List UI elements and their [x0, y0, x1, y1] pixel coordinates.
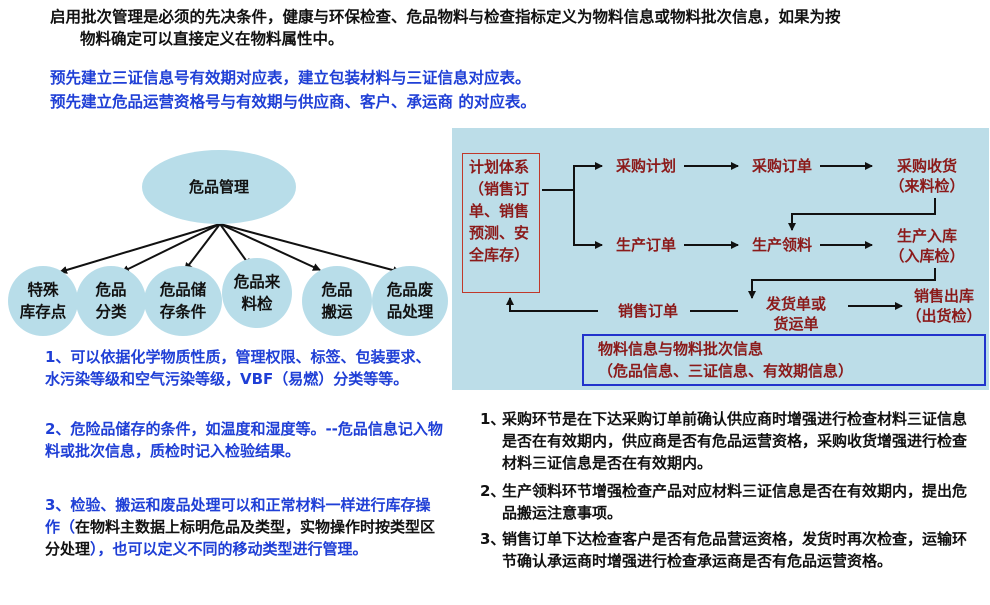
node-line: 库存点 — [19, 303, 67, 321]
intro-line-1: 启用批次管理是必须的先决条件，健康与环保检查、危品物料与检查指标定义为物料信息或… — [50, 8, 841, 26]
flow-arrows — [506, 162, 936, 312]
tree-arrow-5 — [219, 223, 321, 271]
info-line-2: （危品信息、三证信息、有效期信息） — [598, 362, 854, 380]
flow-purchase-plan: 采购计划 — [615, 157, 676, 175]
left-note-3-c: ），也可以定义不同的移动类型进行管理。 — [90, 540, 368, 558]
flow-production-order: 生产订单 — [615, 236, 676, 254]
flow-delivery: 发货单或 货运单 — [744, 294, 848, 334]
flow-line: 采购收货 — [896, 157, 957, 175]
flow-line: 货运单 — [773, 315, 819, 333]
flow-line: （出货检） — [906, 307, 982, 325]
flow-production-receipt: 生产入库 （入库检） — [872, 226, 982, 266]
flow-arrow-sales-plan — [506, 297, 598, 312]
tree-node-handling: 危品搬运 — [302, 266, 372, 336]
flow-line: 销售出库 — [913, 287, 974, 305]
flow-production-issue: 生产领料 — [751, 236, 812, 254]
flow-line: （入库检） — [889, 247, 965, 265]
node-line: 危品 — [95, 281, 127, 299]
right-note-2: 2、 生产领料环节增强检查产品对应材料三证信息是否在有效期内，提出危品搬运注意事… — [480, 480, 980, 524]
left-note-2: 2、危险品储存的条件，如温度和湿度等。--危品信息记入物料或批次信息，质检时记入… — [45, 420, 443, 460]
node-line: 危品废 — [386, 281, 434, 299]
left-note-3: 3、检验、搬运和废品处理可以和正常材料一样进行库存操作（在物料主数据上标明危品及… — [45, 494, 445, 560]
node-line: 料检 — [241, 295, 273, 313]
tree-root: 危品管理 — [142, 150, 296, 224]
tree-node-incoming-inspection: 危品来料检 — [222, 258, 292, 328]
right-note-text: 采购环节是在下达采购订单前确认供应商时增强进行检查材料三证信息是否在有效期内，供… — [502, 410, 968, 472]
node-line: 危品来 — [233, 273, 281, 291]
info-line-1: 物料信息与物料批次信息 — [598, 340, 764, 358]
flow-arrow-plan-production — [573, 190, 603, 249]
right-note-number: 2、 — [480, 482, 506, 500]
flow-arrow-plan-purchase — [542, 162, 603, 191]
node-line: 特殊 — [27, 281, 59, 299]
intro-text: 启用批次管理是必须的先决条件，健康与环保检查、危品物料与检查指标定义为物料信息或… — [50, 6, 980, 50]
tree-node-waste: 危品废品处理 — [372, 266, 448, 336]
tree-arrow-6 — [219, 223, 401, 275]
node-line: 分类 — [95, 303, 127, 321]
blue-note-2: 预先建立危品运营资格号与有效期与供应商、客户、承运商 的对应表。 — [50, 93, 536, 111]
plan-system-box: 计划体系（销售订单、销售预测、安全库存） — [462, 153, 540, 293]
left-note-3-a: 3、检验、搬运和废品处理可以和正常材料一样进行库存操作（ — [45, 496, 431, 536]
flow-line: （来料检） — [889, 177, 965, 195]
intro-line-2: 物料确定可以直接定义在物料属性中。 — [80, 30, 344, 48]
right-note-text: 生产领料环节增强检查产品对应材料三证信息是否在有效期内，提出危品搬运注意事项。 — [502, 482, 968, 522]
node-line: 危品储 — [159, 281, 207, 299]
right-note-3: 3、 销售订单下达检查客户是否有危品营运资格，发货时再次检查，运输环节确认承运商… — [480, 528, 980, 572]
tree-arrow-3 — [184, 223, 221, 271]
node-line: 搬运 — [321, 303, 353, 321]
material-info-box: 物料信息与物料批次信息 （危品信息、三证信息、有效期信息） — [582, 334, 986, 386]
node-line: 品处理 — [386, 303, 434, 321]
blue-note-1: 预先建立三证信息号有效期对应表，建立包装材料与三证信息对应表。 — [50, 69, 531, 87]
flow-arrow-receipt-issue — [788, 198, 936, 231]
tree-arrows — [59, 223, 401, 275]
tree-root-label: 危品管理 — [188, 178, 249, 196]
tree-node-storage: 危品储存条件 — [144, 266, 222, 336]
tree-arrow-1 — [59, 223, 221, 274]
node-line: 存条件 — [159, 303, 207, 321]
right-note-text: 销售订单下达检查客户是否有危品营运资格，发货时再次检查，运输环节确认承运商时增强… — [502, 530, 968, 570]
flow-line: 生产入库 — [896, 227, 957, 245]
left-note-3-b: 在物料主数据上标明危品及类型，实物操作时按类型区分处理 — [45, 518, 436, 558]
right-note-number: 1、 — [480, 410, 506, 428]
flow-arrow-receipt-delivery — [748, 268, 936, 299]
flow-purchase-receipt: 采购收货 （来料检） — [872, 156, 982, 196]
right-note-1: 1、 采购环节是在下达采购订单前确认供应商时增强进行检查材料三证信息是否在有效期… — [480, 408, 980, 474]
flow-sales-issue: 销售出库 （出货检） — [898, 286, 990, 326]
tree-arrow-2 — [121, 223, 221, 273]
flow-sales-order: 销售订单 — [617, 302, 678, 320]
tree-node-classification: 危品分类 — [76, 266, 146, 336]
flow-line: 发货单或 — [765, 295, 826, 313]
node-line: 危品 — [321, 281, 353, 299]
tree-node-special-location: 特殊库存点 — [8, 266, 78, 336]
flow-purchase-order: 采购订单 — [751, 157, 812, 175]
left-note-1: 1、可以依据化学物质性质，管理权限、标签、包装要求、水污染等级和空气污染等级，V… — [45, 348, 431, 388]
right-note-number: 3、 — [480, 530, 506, 548]
